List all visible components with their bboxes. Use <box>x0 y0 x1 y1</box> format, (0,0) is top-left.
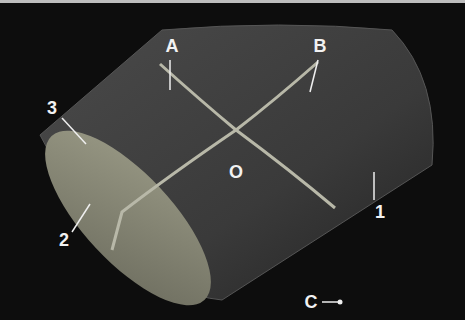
callout-label: B <box>314 37 327 55</box>
callout-label: O <box>229 163 243 181</box>
leader-line <box>72 204 90 232</box>
leader-dot <box>338 300 343 305</box>
crack-line-b <box>112 62 318 250</box>
slab-end-face <box>19 106 236 320</box>
callout-label: 1 <box>375 203 385 221</box>
frame-edge <box>0 0 465 3</box>
crack-line-a <box>160 64 335 208</box>
callout-label: 3 <box>47 99 57 117</box>
leader-line <box>310 60 318 92</box>
leader-line <box>373 172 375 200</box>
callout-label: 2 <box>59 231 69 249</box>
callout-label: A <box>166 37 179 55</box>
callout-label: C <box>305 293 318 311</box>
leader-line <box>169 60 171 90</box>
leader-line <box>62 118 86 144</box>
leader-line <box>322 301 338 303</box>
